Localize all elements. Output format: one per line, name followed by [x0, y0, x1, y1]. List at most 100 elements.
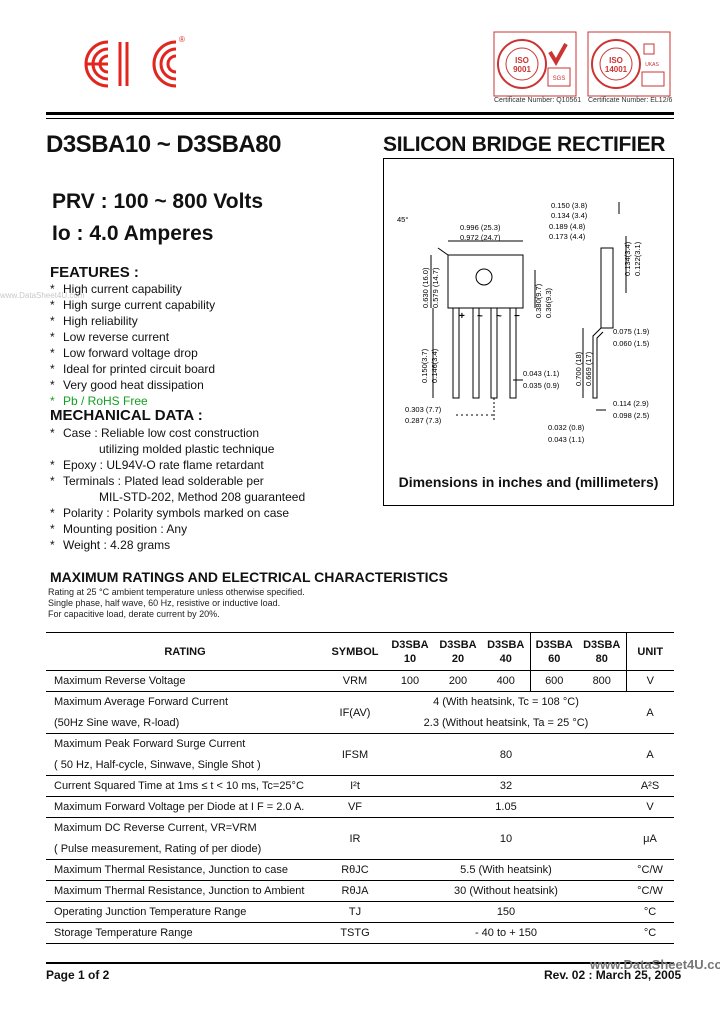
table-row: Maximum Thermal Resistance, Junction to … [46, 880, 674, 902]
dim-side-r-min: 0.060 (1.5) [613, 339, 650, 348]
dim-top-w-max: 0.996 (25.3) [460, 223, 501, 232]
table-row: (50Hz Sine wave, R-load) 2.3 (Without he… [54, 716, 589, 729]
svg-text:ISO: ISO [515, 56, 529, 65]
dim-side-top2-max: 0.189 (4.8) [549, 222, 586, 231]
pin-minus: − [514, 311, 520, 322]
list-item: *High surge current capability [50, 298, 216, 312]
footer-rule [46, 962, 674, 964]
rohs-item: *Pb / RoHS Free [50, 394, 148, 408]
table-row: Maximum DC Reverse Current, VR=VRM IR 10… [46, 817, 674, 860]
table-row: Operating Junction Temperature Range TJ … [46, 901, 674, 923]
table-row: ( 50 Hz, Half-cycle, Sinwave, Single Sho… [54, 758, 261, 771]
list-item: *High current capability [50, 282, 182, 296]
dim-inner-min: 0.36(9.3) [544, 287, 553, 318]
list-item: *Terminals : Plated lead solderable per [50, 474, 264, 488]
dim-side-len-min: 0.669 (17) [584, 351, 593, 386]
table-row: ( Pulse measurement, Rating of per diode… [54, 842, 262, 855]
lead [452, 307, 460, 399]
dim-lead-w-min: 0.035 (0.9) [523, 381, 560, 390]
header-symbol: SYMBOL [324, 632, 386, 671]
ratings-notes: Rating at 25 °C ambient temperature unle… [48, 587, 305, 620]
dim-side-top2-min: 0.173 (4.4) [549, 232, 586, 241]
dim-side-bot-min: 0.098 (2.5) [613, 411, 650, 420]
prv-spec: PRV : 100 ~ 800 Volts [52, 190, 264, 213]
device-type-title: SILICON BRIDGE RECTIFIER [383, 133, 666, 156]
dim-lead-len-min: 0.146(3.4) [430, 348, 439, 383]
mechanical-list: *Case : Reliable low cost construction u… [50, 425, 305, 553]
header-rule-thick [46, 112, 674, 115]
package-diagram-frame [383, 158, 674, 506]
mounting-hole [475, 268, 493, 286]
pin-plus: + [459, 311, 465, 322]
note-line: Rating at 25 °C ambient temperature unle… [48, 587, 305, 597]
dim-lead-len-max: 0.150(3.7) [420, 348, 429, 383]
dim-side-bot-max: 0.114 (2.9) [613, 399, 649, 408]
svg-text:ISO: ISO [609, 56, 623, 65]
dim-inner-max: 0.380(9.7) [534, 283, 543, 318]
list-item: *Mounting position : Any [50, 522, 188, 536]
table-row: Current Squared Time at 1ms ≤ t < 10 ms,… [46, 775, 674, 797]
dim-bot-max: 0.032 (0.8) [548, 423, 585, 432]
page-number: Page 1 of 2 [46, 968, 110, 982]
list-item: *Low forward voltage drop [50, 346, 198, 360]
table-row: Maximum Peak Forward Surge Current IFSM … [46, 733, 674, 776]
iso9001-cert-number: Certificate Number: Q10561 [494, 97, 582, 104]
list-item: *Polarity : Polarity symbols marked on c… [50, 506, 290, 520]
table-row: Maximum Average Forward Current IF(AV) 4… [46, 691, 674, 734]
pin-ac2: ~ [496, 311, 502, 322]
table-row: Maximum Forward Voltage per Diode at I F… [46, 796, 674, 818]
svg-text:SGS: SGS [553, 76, 566, 82]
package-diagram: + ~ ~ − 45° 0.996 (25.3) 0.972 (24.7) 0.… [397, 201, 650, 444]
dim-angle: 45° [397, 215, 408, 224]
dim-bot-min: 0.043 (1.1) [548, 435, 585, 444]
dim-right-v-max: 0.134(3.4) [623, 241, 632, 276]
package-body [447, 254, 524, 309]
list-item: *High reliability [50, 314, 138, 328]
io-spec: Io : 4.0 Amperes [52, 222, 214, 245]
dim-height-min: 0.579 (14.7) [431, 267, 440, 308]
side-body [600, 247, 614, 329]
svg-text:UKAS: UKAS [645, 62, 659, 68]
header-rule-thin [46, 118, 674, 119]
dim-right-v-min: 0.122(3.1) [633, 241, 642, 276]
features-title: FEATURES : [50, 264, 139, 281]
dim-top-w-min: 0.972 (24.7) [460, 233, 501, 242]
iso14001-cert-number: Certificate Number: EL12/6 [588, 97, 673, 104]
dim-side-top-max: 0.150 (3.8) [551, 201, 588, 210]
list-item: *Low reverse current [50, 330, 170, 344]
table-row: Storage Temperature Range TSTG - 40 to +… [46, 922, 674, 944]
certification-badges: ISO 9001 SGS ISO 14001 UKAS [493, 31, 671, 97]
dim-pitch-min: 0.287 (7.3) [405, 416, 442, 425]
note-line: For capacitive load, derate current by 2… [48, 609, 220, 619]
mechanical-title: MECHANICAL DATA : [50, 407, 203, 424]
footer-watermark: www.DataSheet4U.com [590, 957, 720, 972]
list-item: *Epoxy : UL94V-O rate flame retardant [50, 458, 264, 472]
header-unit: UNIT [626, 632, 674, 671]
eic-logo: ® [84, 35, 185, 88]
svg-text:14001: 14001 [605, 65, 628, 74]
table-row: Maximum Thermal Resistance, Junction to … [46, 859, 674, 881]
revision-date: Rev. 02 : March 25, 2005 [544, 968, 682, 982]
list-item: *Weight : 4.28 grams [50, 538, 171, 552]
watermark-side: www.DataSheet4U.com [0, 291, 85, 300]
dim-side-len-max: 0.700 (18) [574, 351, 583, 386]
iso14001-badge: ISO 14001 UKAS [587, 31, 671, 97]
lead [472, 307, 480, 399]
dim-pitch-max: 0.303 (7.7) [405, 405, 442, 414]
dim-side-r-max: 0.075 (1.9) [613, 327, 650, 336]
ratings-title: MAXIMUM RATINGS AND ELECTRICAL CHARACTER… [50, 569, 448, 585]
table-row: Maximum Reverse Voltage VRM 100 200 400 … [46, 670, 674, 692]
header-rating: RATING [46, 632, 324, 671]
list-item-continuation: MIL-STD-202, Method 208 guaranteed [99, 490, 306, 504]
part-number-title: D3SBA10 ~ D3SBA80 [46, 131, 281, 158]
lead [509, 307, 517, 399]
dimensions-caption: Dimensions in inches and (millimeters) [398, 474, 659, 490]
registered-mark: ® [179, 35, 185, 44]
